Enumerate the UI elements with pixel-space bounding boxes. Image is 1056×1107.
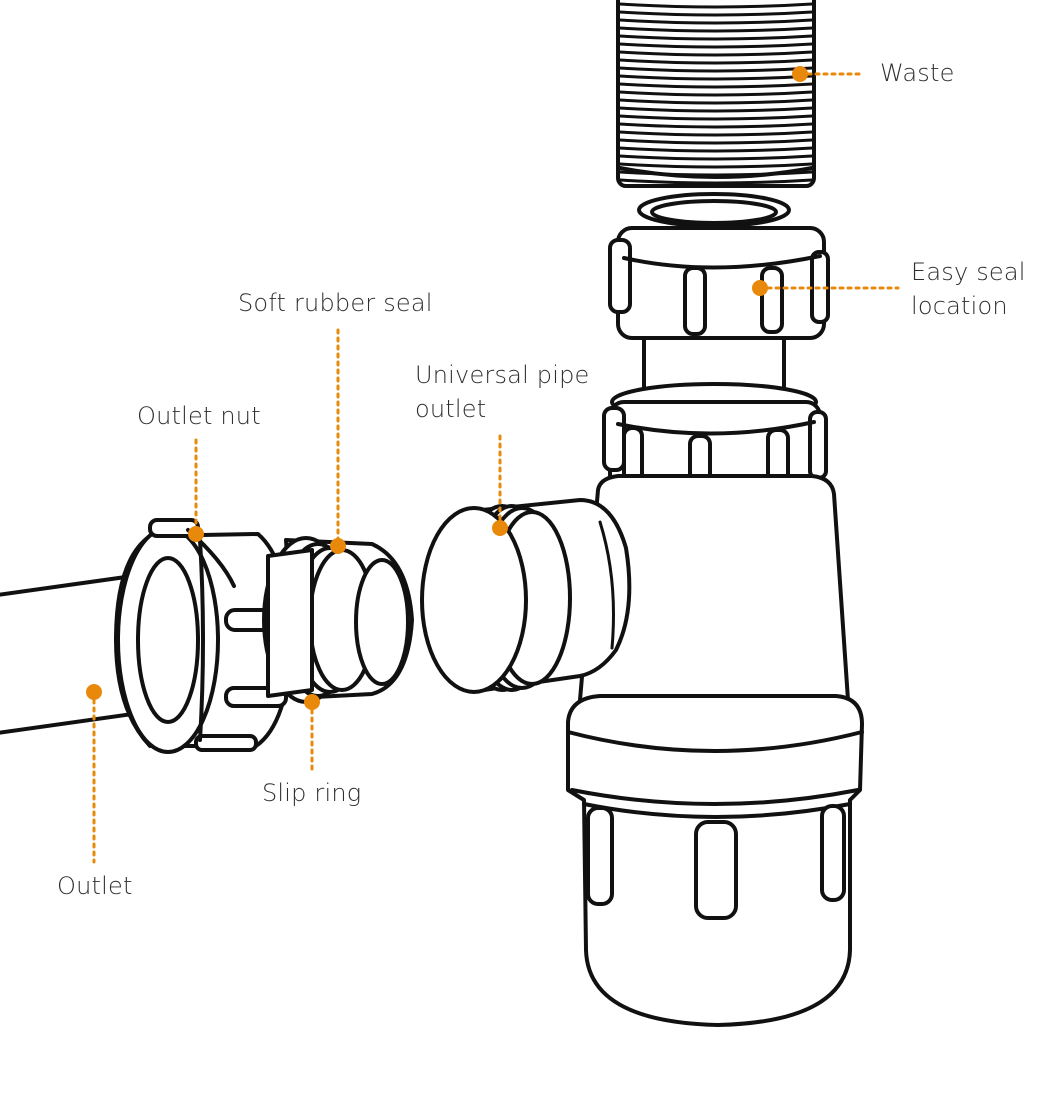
slip-ring-label: Slip ring (262, 779, 362, 807)
universal-pipe-outlet (420, 498, 632, 694)
soft-rubber-seal-marker (330, 538, 346, 554)
universal-pipe-outlet-marker (492, 520, 508, 536)
outlet-marker (86, 684, 102, 700)
outlet-nut (114, 518, 294, 754)
slip-ring-marker (304, 694, 320, 710)
waste-marker (792, 66, 808, 82)
soft-rubber-seal-label: Soft rubber seal (238, 289, 433, 317)
universal-pipe-outlet-label: Universal pipe outlet (415, 358, 590, 426)
universal-pipe-outlet-label-line1: Universal pipe (415, 361, 590, 389)
easy-seal-label-line1: Easy seal (911, 258, 1026, 286)
waste-pipe (616, 0, 816, 188)
easy-seal-label: Easy seal location (911, 255, 1026, 323)
outlet-nut-label: Outlet nut (137, 402, 261, 430)
trap-body (566, 474, 864, 1027)
easy-seal-label-line2: location (911, 292, 1008, 320)
outlet-nut-marker (188, 526, 204, 542)
waste-label: Waste (880, 59, 955, 87)
slip-ring-assembly (262, 536, 414, 704)
easy-seal-marker (752, 280, 768, 296)
outlet-label: Outlet (57, 872, 133, 900)
universal-pipe-outlet-label-line2: outlet (415, 395, 487, 423)
